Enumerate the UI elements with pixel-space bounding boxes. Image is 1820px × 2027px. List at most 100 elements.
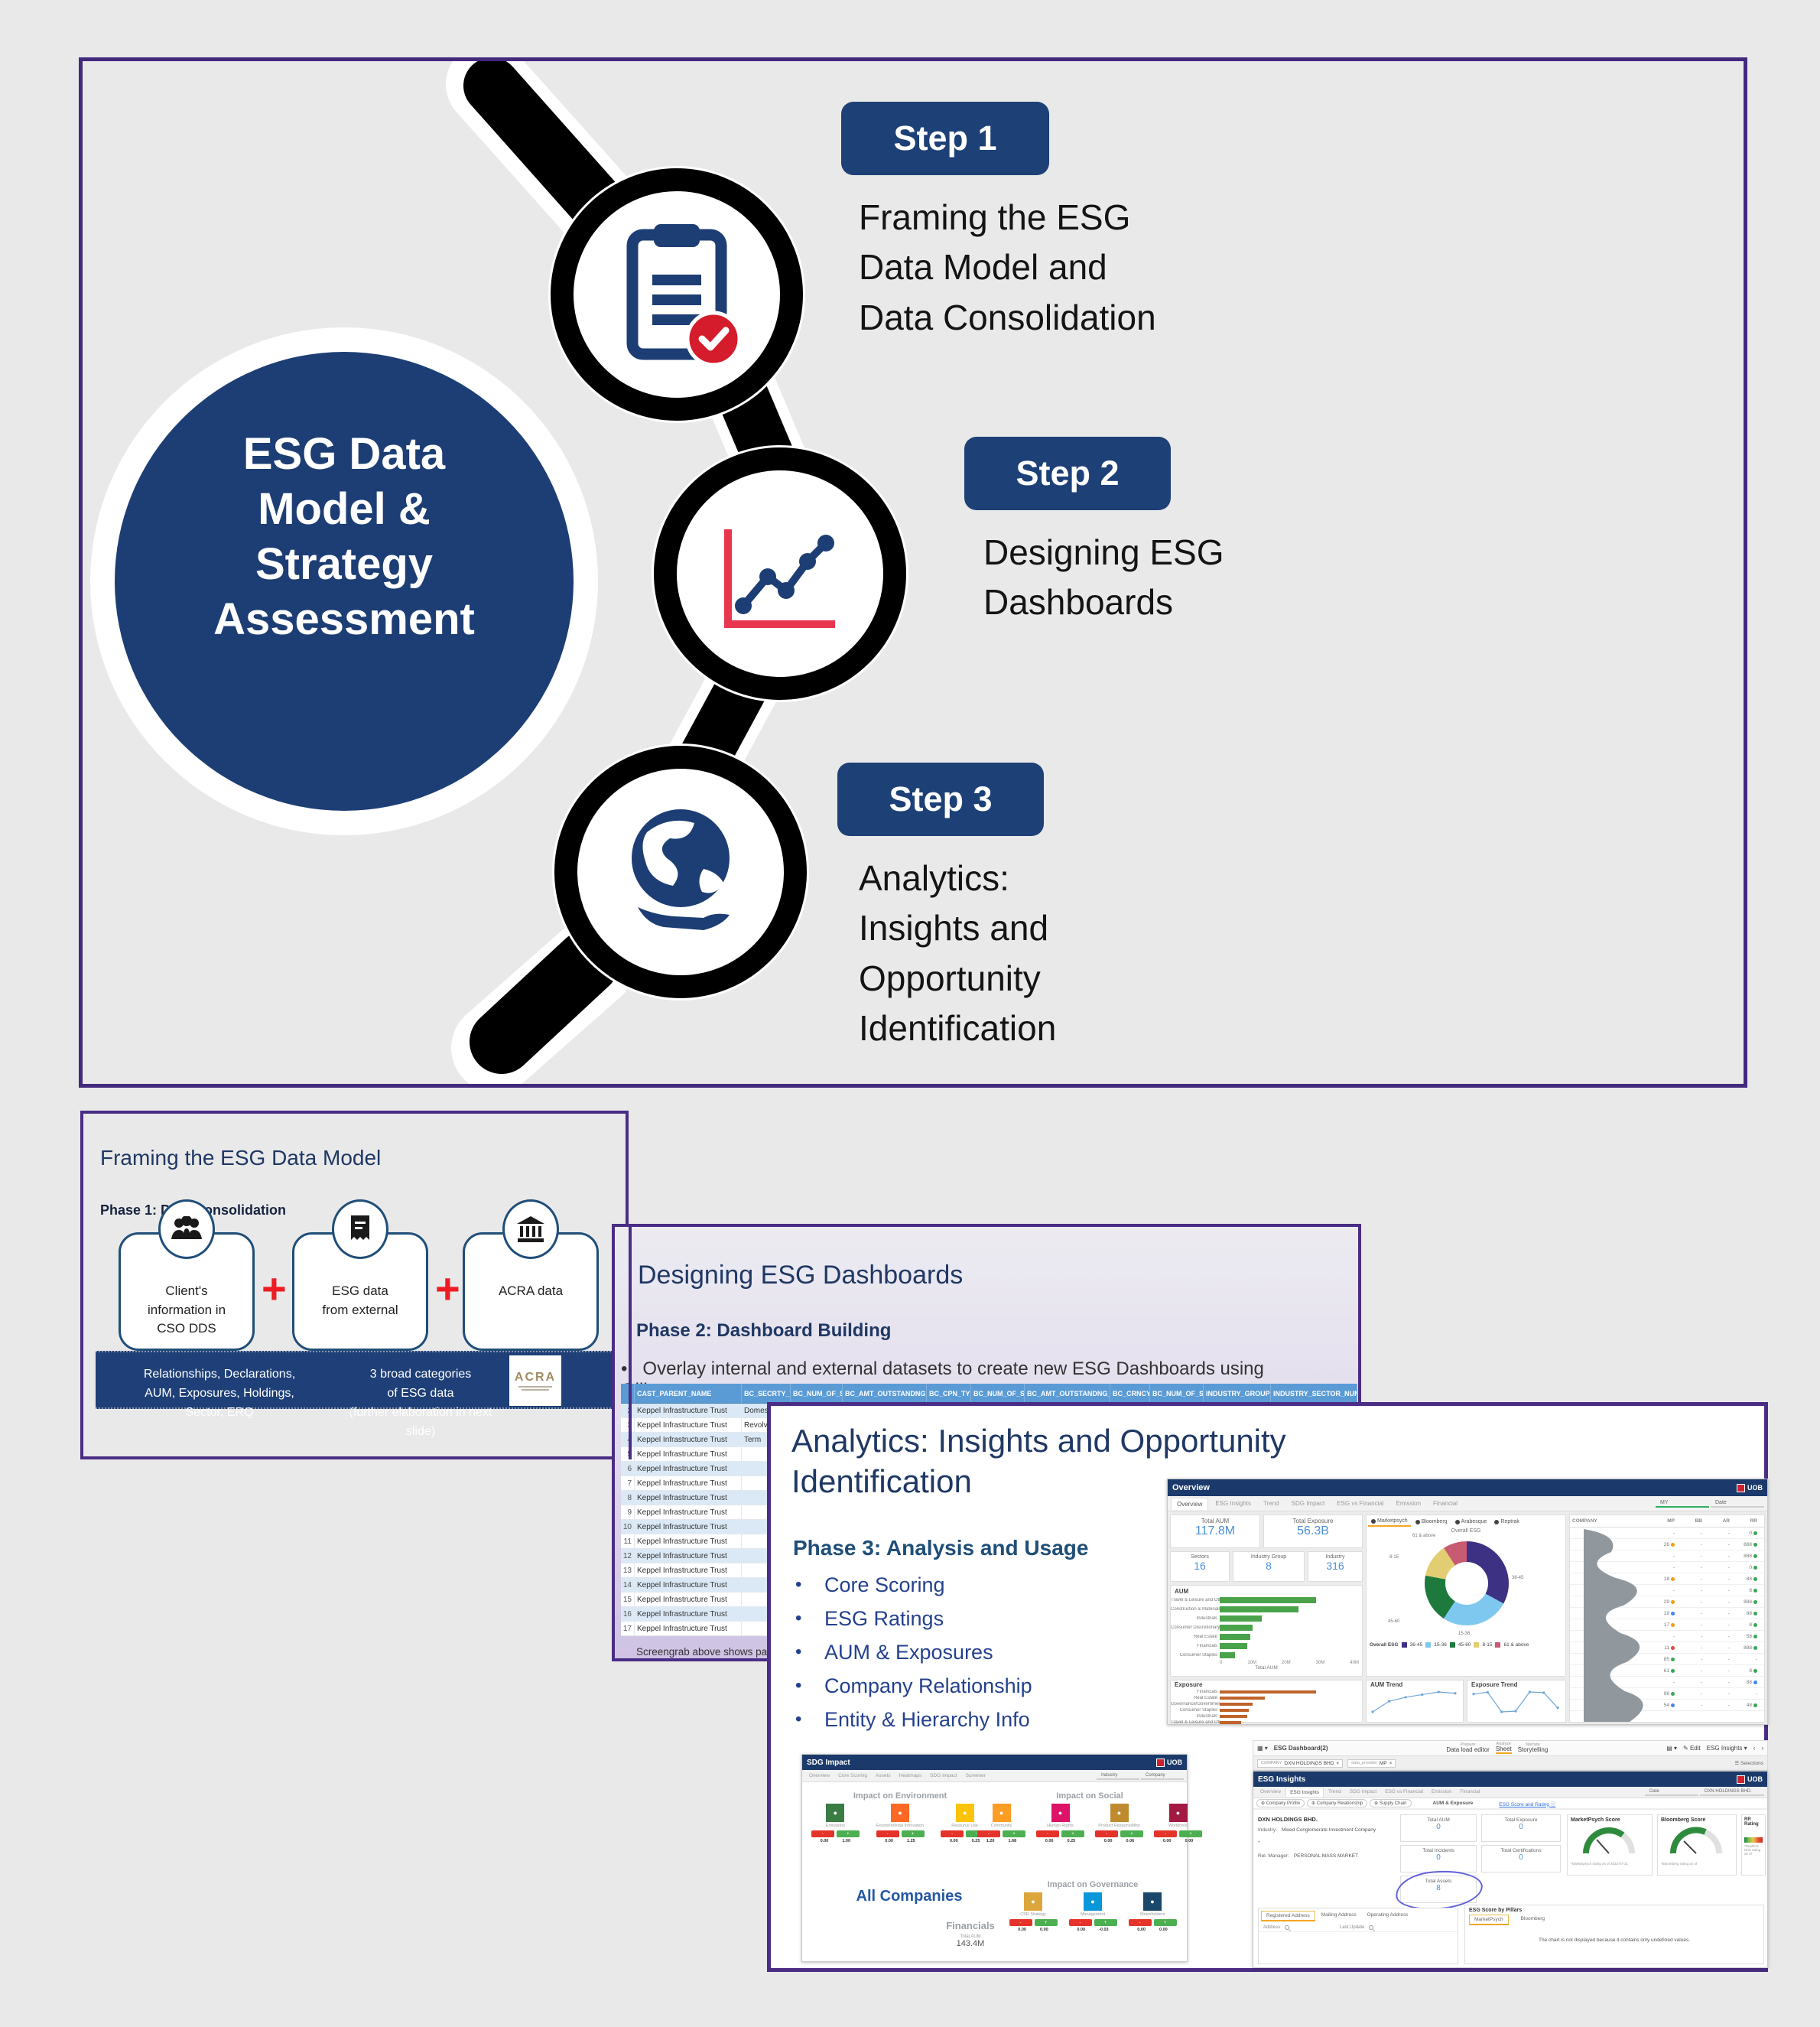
tab-esg-insights[interactable]: ESG Insights	[1215, 1499, 1252, 1507]
company-row[interactable]: 98---	[1570, 1688, 1764, 1700]
negative-score-pill[interactable]: -	[876, 1830, 899, 1837]
positive-score-pill[interactable]: +	[1034, 1919, 1058, 1926]
negative-score-pill[interactable]: -	[941, 1830, 964, 1837]
positive-score-pill[interactable]: +	[836, 1830, 860, 1837]
pill-company-profile[interactable]: ⊕ Company Profile	[1256, 1799, 1305, 1807]
tab-sdg-impact[interactable]: SDG Impact	[1291, 1499, 1325, 1507]
remove-selection-icon[interactable]: ×	[1336, 1760, 1340, 1766]
ei-tab-emission[interactable]: Emission	[1432, 1789, 1452, 1794]
ei-tab-financial[interactable]: Financial	[1460, 1789, 1480, 1794]
company-row[interactable]: 19--88	[1570, 1608, 1764, 1619]
filter-date[interactable]: Date	[1711, 1499, 1764, 1508]
sdg-tab-screener[interactable]: Screener	[965, 1773, 986, 1778]
next-sheet-button[interactable]: ›	[1761, 1745, 1764, 1752]
company-row[interactable]: ---8	[1570, 1585, 1764, 1596]
selections-button[interactable]: ☰ Selections	[1734, 1761, 1763, 1766]
provider-pill-arabesque[interactable]: Arabesque	[1452, 1517, 1490, 1527]
ei-tab-overview[interactable]: Overview	[1260, 1789, 1282, 1794]
tab-emission[interactable]: Emission	[1396, 1499, 1422, 1507]
company-row[interactable]: ---88	[1570, 1677, 1764, 1688]
company-row[interactable]: 85---	[1570, 1654, 1764, 1665]
company-row[interactable]: ---0	[1570, 1528, 1764, 1539]
ei-tab-esg-vs-financial[interactable]: ESG vs Financial	[1385, 1789, 1424, 1794]
provider-pill-marketpsych[interactable]: Marketpsych	[1368, 1517, 1411, 1527]
ei-tab-sdg-impact[interactable]: SDG Impact	[1349, 1789, 1377, 1794]
address-tab-mailing-address[interactable]: Mailing Address	[1321, 1912, 1357, 1918]
company-row[interactable]: ---58	[1570, 1631, 1764, 1642]
tab-trend[interactable]: Trend	[1263, 1499, 1279, 1507]
pillar-tab-marketpsych[interactable]: MarketPsych	[1469, 1915, 1509, 1925]
edit-button[interactable]: ✎ Edit	[1683, 1745, 1701, 1752]
sdg-industry-filter[interactable]: Industry	[1097, 1772, 1139, 1780]
sdg-tab-core-scoring[interactable]: Core Scoring	[838, 1773, 868, 1778]
company-row[interactable]: 54--48	[1570, 1700, 1764, 1711]
company-row[interactable]: 26--888	[1570, 1539, 1764, 1550]
company-row[interactable]: ---888	[1570, 1550, 1764, 1562]
provider-pill-bloomberg[interactable]: Bloomberg	[1412, 1517, 1451, 1527]
score-cell-bb: -	[1677, 1668, 1705, 1674]
negative-score-pill[interactable]: -	[1128, 1919, 1152, 1926]
sdg-company-filter[interactable]: Company	[1141, 1772, 1184, 1780]
company-row[interactable]: ---0	[1570, 1562, 1764, 1573]
ei-date-filter[interactable]: Date	[1645, 1788, 1698, 1796]
company-row[interactable]: 61--8	[1570, 1665, 1764, 1677]
negative-score-pill[interactable]: -	[1036, 1830, 1059, 1837]
provider-pill-reptrak[interactable]: Reptrak	[1491, 1517, 1523, 1527]
negative-score-pill[interactable]: -	[1068, 1919, 1092, 1926]
company-row[interactable]: 18--88	[1570, 1573, 1764, 1585]
prev-sheet-button[interactable]: ‹	[1753, 1745, 1756, 1752]
pill-supply-chain[interactable]: ⊕ Supply Chain	[1370, 1799, 1412, 1807]
negative-score-pill[interactable]: -	[1009, 1919, 1032, 1926]
negative-score-pill[interactable]: -	[1154, 1830, 1177, 1837]
app-title[interactable]: ESG Dashboard(2)	[1273, 1745, 1328, 1752]
score-value: -	[1727, 1667, 1730, 1674]
positive-score-pill[interactable]: +	[1061, 1830, 1084, 1837]
bookmark-button[interactable]: ▤ ▾	[1666, 1745, 1677, 1752]
donut-hole	[1445, 1562, 1488, 1605]
sdg-tab-overview[interactable]: Overview	[809, 1773, 830, 1778]
search-icon[interactable]	[1369, 1925, 1374, 1930]
row-number: 11	[621, 1534, 635, 1548]
address-tab-registered-address[interactable]: Registered Address	[1261, 1911, 1315, 1921]
negative-score-pill[interactable]: -	[1095, 1830, 1118, 1837]
pill-company-relationship[interactable]: ⊕ Company Relationship	[1307, 1799, 1368, 1807]
positive-score-pill[interactable]: +	[901, 1830, 925, 1837]
ei-tab-trend[interactable]: Trend	[1328, 1789, 1341, 1794]
sdg-tab-heatmaps[interactable]: Heatmaps	[899, 1773, 922, 1778]
positive-score-pill[interactable]: +	[1120, 1830, 1143, 1837]
filter-country[interactable]: MY	[1656, 1499, 1709, 1508]
tab-financial[interactable]: Financial	[1433, 1499, 1458, 1507]
tab-esg-vs-financial[interactable]: ESG vs Financial	[1337, 1499, 1384, 1507]
ei-company-filter[interactable]: DXN HOLDINGS BHD.	[1700, 1788, 1764, 1796]
positive-score-pill[interactable]: +	[1179, 1830, 1202, 1837]
ei-tab-esg-insights[interactable]: ESG Insights	[1285, 1788, 1324, 1797]
sheet-selector[interactable]: ESG Insights ▾	[1706, 1745, 1747, 1752]
company-row[interactable]: 11--888	[1570, 1642, 1764, 1654]
positive-score-pill[interactable]: +	[1094, 1919, 1117, 1926]
positive-score-pill[interactable]: +	[1003, 1830, 1025, 1837]
address-tab-operating-address[interactable]: Operating Address	[1367, 1912, 1409, 1918]
tab-overview[interactable]: Overview	[1171, 1497, 1209, 1510]
negative-score-pill[interactable]: -	[977, 1830, 1000, 1837]
status-dot-green	[1753, 1668, 1757, 1673]
search-icon[interactable]	[1285, 1925, 1290, 1930]
sdg-tab-assets[interactable]: Assets	[876, 1773, 891, 1778]
sdg-tab-sdg-impact[interactable]: SDG Impact	[930, 1773, 957, 1778]
positive-score-pill[interactable]: +	[1153, 1919, 1177, 1926]
remove-selection-icon[interactable]: ×	[1389, 1760, 1393, 1766]
negative-score-pill[interactable]: -	[811, 1830, 834, 1837]
pillar-tab-bloomberg[interactable]: Bloomberg	[1520, 1916, 1545, 1921]
company-row[interactable]: 29--888	[1570, 1596, 1764, 1608]
company-row[interactable]: 17--8	[1570, 1619, 1764, 1631]
esg-score-rating-link[interactable]: ESG Score and Rating ⓘ	[1499, 1801, 1556, 1807]
app-menu-icon[interactable]: ▦ ▾	[1257, 1745, 1268, 1752]
acra-logo-underline	[518, 1386, 552, 1388]
